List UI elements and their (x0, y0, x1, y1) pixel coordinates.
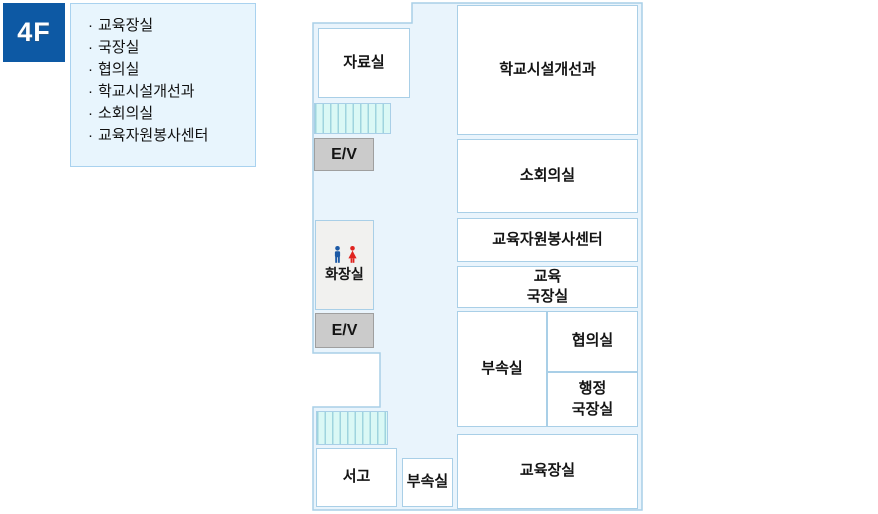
room-label-line1: 교육 (533, 267, 562, 285)
elevator-bottom: E/V (315, 313, 374, 348)
room-label: 화장실 (325, 266, 364, 283)
room-label: 학교시설개선과 (499, 60, 596, 78)
room-education-bureau-director: 교육 국장실 (457, 266, 638, 308)
legend-box: · 교육장실 · 국장실 · 협의실 · 학교시설개선과 · 소회의실 · 교육자원봉사센터 (70, 3, 256, 167)
room-reference: 자료실 (318, 28, 410, 98)
room-stacks: 서고 (316, 448, 397, 507)
floor-badge: 4F (3, 3, 65, 62)
legend-item-label: 교육장실 (98, 17, 154, 34)
stairs-top-icon (314, 103, 391, 134)
room-education-volunteer-center: 교육자원봉사센터 (457, 218, 638, 262)
legend-item-label: 교육자원봉사센터 (98, 127, 209, 144)
woman-icon (347, 246, 357, 263)
legend-item: · 교육자원봉사센터 (88, 125, 255, 147)
room-label: 교육자원봉사센터 (492, 230, 603, 248)
room-label: 부속실 (406, 473, 449, 491)
legend-item: · 교육장실 (88, 15, 255, 37)
bullet-icon: · (88, 127, 93, 144)
room-superintendent-office: 교육장실 (457, 434, 638, 509)
legend-item-label: 국장실 (98, 39, 140, 56)
bullet-icon: · (88, 105, 93, 122)
room-small-conference: 소회의실 (457, 139, 638, 213)
bullet-icon: · (88, 17, 93, 34)
restroom-icons (332, 246, 358, 263)
legend-item: · 소회의실 (88, 103, 255, 125)
stairs-bottom-icon (316, 411, 388, 445)
bullet-icon: · (88, 61, 93, 78)
room-label: E/V (331, 321, 358, 339)
bullet-icon: · (88, 83, 93, 100)
room-label: E/V (331, 145, 357, 163)
room-admin-bureau-director: 행정 국장실 (547, 372, 638, 427)
room-annex-small: 부속실 (402, 458, 453, 507)
bullet-icon: · (88, 39, 93, 56)
room-annex: 부속실 (457, 311, 547, 427)
legend-item: · 학교시설개선과 (88, 81, 255, 103)
legend-item: · 국장실 (88, 37, 255, 59)
legend-item-label: 소회의실 (98, 105, 154, 122)
room-school-facility-improvement-division: 학교시설개선과 (457, 5, 638, 135)
room-label: 교육장실 (519, 462, 576, 480)
room-label-line2: 국장실 (571, 400, 614, 418)
room-label: 협의실 (571, 332, 614, 350)
room-label-line2: 국장실 (526, 288, 569, 305)
legend-item-label: 협의실 (98, 61, 140, 78)
floor-badge-label: 4F (17, 17, 51, 47)
legend-item: · 협의실 (88, 59, 255, 81)
room-label: 자료실 (343, 53, 385, 71)
elevator-top: E/V (314, 138, 374, 171)
room-conference: 협의실 (547, 311, 638, 372)
legend-item-label: 학교시설개선과 (98, 83, 195, 100)
legend-list: · 교육장실 · 국장실 · 협의실 · 학교시설개선과 · 소회의실 · 교육자원봉사센터 (88, 15, 255, 147)
man-icon (334, 246, 340, 263)
restroom: 화장실 (315, 220, 374, 310)
room-label: 부속실 (481, 359, 523, 377)
room-label: 소회의실 (519, 166, 576, 184)
room-label: 서고 (342, 468, 371, 486)
room-label-line1: 행정 (578, 380, 607, 398)
